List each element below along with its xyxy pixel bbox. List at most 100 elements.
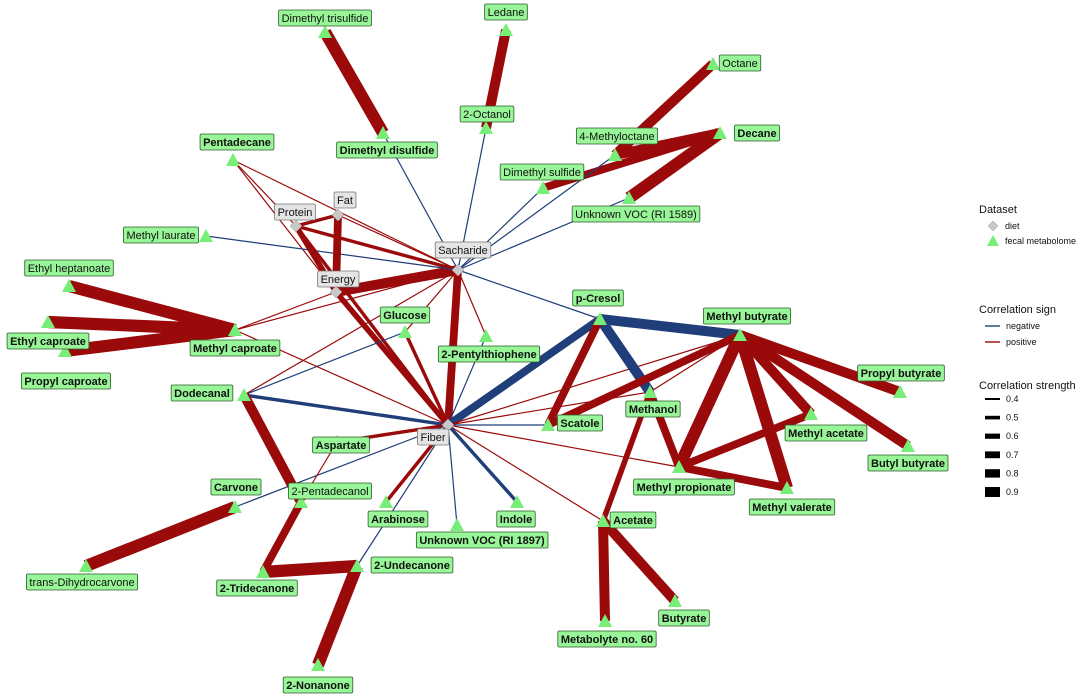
- node-4-methyloctane: 4-Methyloctane: [575, 127, 659, 145]
- node-methyl-caproate: Methyl caproate: [189, 339, 281, 357]
- edge-ethyl-heptanoate-methyl-caproate: [67, 280, 237, 336]
- node-label-box: [336, 141, 438, 159]
- edge-dimethyl-trisulfide-dimethyl-disulfide: [319, 28, 389, 137]
- node-2-nonanone: 2-Nonanone: [282, 676, 354, 694]
- node-label-box: [367, 510, 429, 528]
- node-label-box: [496, 510, 536, 528]
- node-scatole: Scatole: [557, 414, 603, 432]
- legend-sign-negative: negative: [1006, 321, 1040, 331]
- triangle-icon: [376, 126, 390, 139]
- node-dodecanal: Dodecanal: [170, 384, 234, 402]
- edge-saccharide-fat: [337, 214, 459, 271]
- triangle-icon: [733, 328, 747, 341]
- node-protein: Protein: [274, 203, 316, 221]
- node-label: 2-Pentadecanol: [291, 486, 368, 498]
- triangle-icon: [541, 418, 555, 431]
- node-label-box: [499, 163, 585, 181]
- edge-fiber-2-undecanone: [356, 424, 449, 567]
- node-label: Octane: [722, 58, 757, 70]
- node-label: Carvone: [214, 482, 258, 494]
- triangle-icon: [311, 658, 325, 671]
- edge-methyl-butyrate-methyl-propionate: [673, 332, 746, 470]
- triangle-icon: [41, 315, 55, 328]
- node-label: Dodecanal: [174, 388, 230, 400]
- node-methyl-laurate: Methyl laurate: [123, 226, 199, 244]
- edge-2-undecanone-2-nonanone: [312, 563, 363, 668]
- edge-decane-unknown-1589: [625, 128, 724, 203]
- node-label-box: [278, 9, 372, 27]
- edge-methyl-butyrate-scatole: [546, 331, 742, 429]
- edge-fiber-indole: [446, 423, 519, 504]
- triangle-icon: [713, 126, 727, 139]
- triangle-icon: [450, 518, 464, 531]
- node-label-box: [857, 364, 945, 382]
- node-label-box: [199, 133, 275, 151]
- node-label: Scatole: [560, 418, 599, 430]
- triangle-icon: [479, 329, 493, 342]
- diamond-icon: [451, 263, 465, 277]
- node-label-box: [274, 203, 316, 221]
- node-label-box: [557, 414, 603, 432]
- node-label-box: [417, 428, 450, 446]
- triangle-icon: [987, 235, 999, 246]
- edge-fiber-methanol: [447, 391, 651, 426]
- legend-strength-swatch: [985, 451, 1000, 459]
- node-unknown-1897: Unknown VOC (RI 1897): [415, 531, 549, 549]
- diamond-icon: [987, 220, 999, 232]
- legend-strength-label: 0.5: [1006, 413, 1019, 423]
- node-label-box: [658, 609, 710, 627]
- node-label-box: [210, 478, 262, 496]
- diamond-icon: [331, 208, 345, 222]
- node-label: Methyl caproate: [193, 343, 277, 355]
- node-label-box: [748, 498, 836, 516]
- diamond-icon: [289, 219, 303, 233]
- node-label: Pentadecane: [203, 137, 271, 149]
- node-methyl-butyrate: Methyl butyrate: [702, 307, 792, 325]
- triangle-icon: [598, 614, 612, 627]
- node-label-box: [718, 54, 762, 72]
- node-label: Ethyl heptanoate: [28, 263, 111, 275]
- node-label-box: [633, 478, 735, 496]
- edge-saccharide-p-cresol: [457, 269, 601, 320]
- edge-saccharide-protein: [295, 224, 459, 272]
- triangle-icon: [536, 181, 550, 194]
- triangle-icon: [510, 495, 524, 508]
- node-label: 2-Pentylthiophene: [441, 349, 536, 361]
- legend-strength-swatch: [985, 433, 1000, 439]
- triangle-icon: [596, 514, 610, 527]
- node-label: trans-Dihydrocarvone: [29, 577, 134, 589]
- edge-fiber-dodecanal: [243, 393, 449, 427]
- node-2-undecanone: 2-Undecanone: [370, 556, 454, 574]
- node-label: Ledane: [488, 7, 525, 19]
- node-label-box: [216, 579, 298, 597]
- node-label: Glucose: [383, 310, 426, 322]
- node-label-box: [734, 124, 780, 142]
- node-ethyl-caproate: Ethyl caproate: [6, 332, 90, 350]
- node-label-box: [317, 270, 360, 288]
- triangle-icon: [226, 153, 240, 166]
- triangle-icon: [79, 559, 93, 572]
- node-methyl-valerate: Methyl valerate: [748, 498, 836, 516]
- node-label-box: [170, 384, 234, 402]
- edge-saccharide-dodecanal: [243, 269, 459, 396]
- edge-fiber-methyl-propionate: [447, 424, 680, 468]
- node-fiber: Fiber: [417, 428, 450, 446]
- legend-sign-positive: positive: [1006, 337, 1037, 347]
- edge-glucose-dodecanal: [243, 331, 406, 396]
- node-label: Propyl caproate: [24, 376, 107, 388]
- edge-fat-protein: [295, 213, 339, 228]
- node-methyl-acetate: Methyl acetate: [784, 424, 868, 442]
- node-label: Fiber: [420, 432, 445, 444]
- node-ethyl-heptanoate: Ethyl heptanoate: [24, 259, 114, 277]
- edge-methyl-laurate-saccharide: [205, 235, 459, 271]
- edge-methyl-butyrate-methyl-valerate: [734, 333, 793, 490]
- edge-energy-fiber: [333, 290, 451, 427]
- node-label-box: [379, 306, 431, 324]
- node-label: Methyl propionate: [637, 482, 732, 494]
- node-label-box: [434, 241, 492, 259]
- legend-strength-label: 0.6: [1006, 431, 1019, 441]
- node-label-box: [575, 127, 659, 145]
- triangle-icon: [499, 23, 513, 36]
- edge-p-cresol-methyl-butyrate: [599, 314, 741, 340]
